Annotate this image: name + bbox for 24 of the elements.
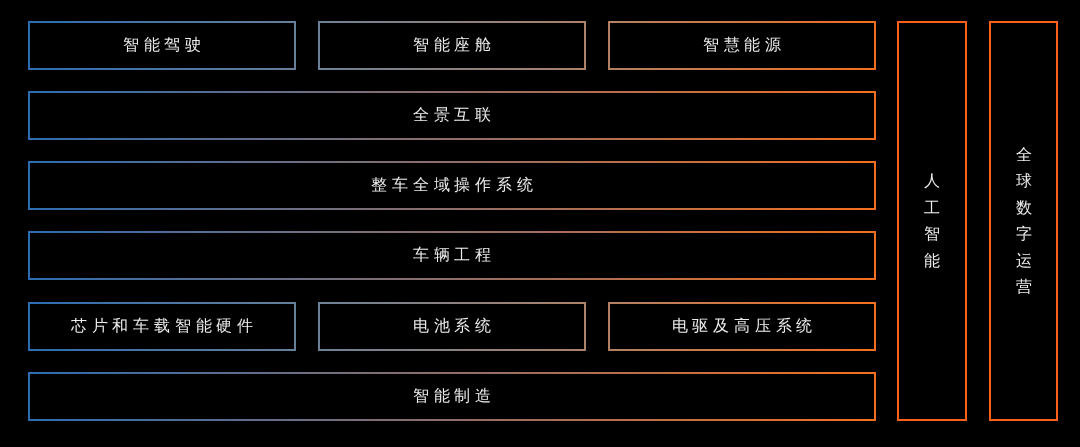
module-label: 芯片和车载智能硬件 bbox=[69, 316, 258, 337]
module-box bbox=[318, 21, 586, 70]
module-box bbox=[28, 231, 876, 280]
module-label: 全景互联 bbox=[411, 105, 496, 126]
module-box bbox=[28, 372, 876, 421]
module-label: 智能座舱 bbox=[411, 35, 496, 56]
module-box bbox=[28, 161, 876, 210]
module-label: 整车全域操作系统 bbox=[370, 175, 538, 196]
module-label: 智能制造 bbox=[411, 386, 496, 407]
module-label: 人工智能 bbox=[923, 170, 941, 272]
module-box bbox=[28, 302, 296, 351]
vertical-module-box bbox=[897, 21, 967, 421]
module-box bbox=[28, 21, 296, 70]
module-label: 智慧能源 bbox=[701, 35, 786, 56]
module-box bbox=[318, 302, 586, 351]
vertical-module-box bbox=[989, 21, 1058, 421]
module-label: 电池系统 bbox=[411, 316, 496, 337]
module-label: 智能驾驶 bbox=[121, 35, 206, 56]
module-label: 电驱及高压系统 bbox=[670, 316, 818, 337]
module-box bbox=[608, 21, 876, 70]
module-label: 车辆工程 bbox=[411, 245, 496, 266]
module-box bbox=[608, 302, 876, 351]
module-label: 全球数字运营 bbox=[1014, 143, 1033, 298]
module-box bbox=[28, 91, 876, 140]
